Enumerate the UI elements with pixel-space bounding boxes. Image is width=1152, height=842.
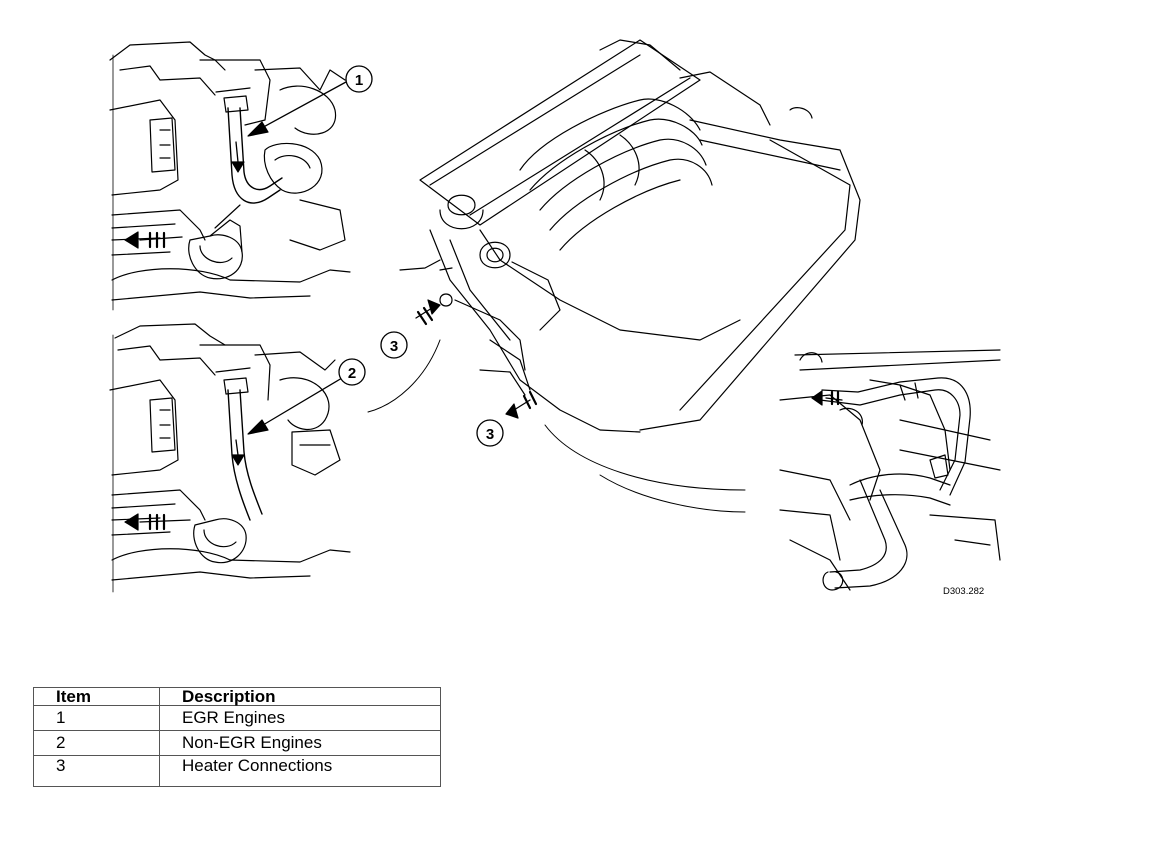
engine-drawing — [399, 39, 861, 513]
legend-header-description: Description — [159, 687, 441, 706]
callout-1: 1 — [345, 65, 373, 93]
legend-row: 2 Non-EGR Engines — [33, 730, 441, 756]
callout-3-lower: 3 — [476, 419, 504, 447]
svg-text:2: 2 — [348, 365, 356, 382]
svg-text:3: 3 — [390, 338, 398, 355]
legend-description: Non-EGR Engines — [159, 730, 441, 756]
legend-table: Item Description 1 EGR Engines 2 Non-EGR… — [33, 687, 441, 787]
legend-row: 1 EGR Engines — [33, 705, 441, 731]
heater-pipe-inset-drawing — [779, 349, 1001, 591]
non-egr-inset-drawing — [109, 323, 351, 593]
drawing-reference: D303.282 — [943, 586, 984, 597]
legend-row: 3 Heater Connections — [33, 755, 441, 787]
legend-item: 1 — [33, 705, 160, 731]
legend-item: 2 — [33, 730, 160, 756]
legend-header-row: Item Description — [33, 687, 441, 706]
egr-inset-drawing — [109, 41, 351, 311]
callout-2: 2 — [338, 358, 366, 386]
legend-description: Heater Connections — [159, 755, 441, 787]
legend-item: 3 — [33, 755, 160, 787]
legend-header-item: Item — [33, 687, 160, 706]
callout-3-left: 3 — [380, 331, 408, 359]
legend-description: EGR Engines — [159, 705, 441, 731]
svg-text:1: 1 — [355, 72, 363, 89]
svg-text:3: 3 — [486, 426, 494, 443]
